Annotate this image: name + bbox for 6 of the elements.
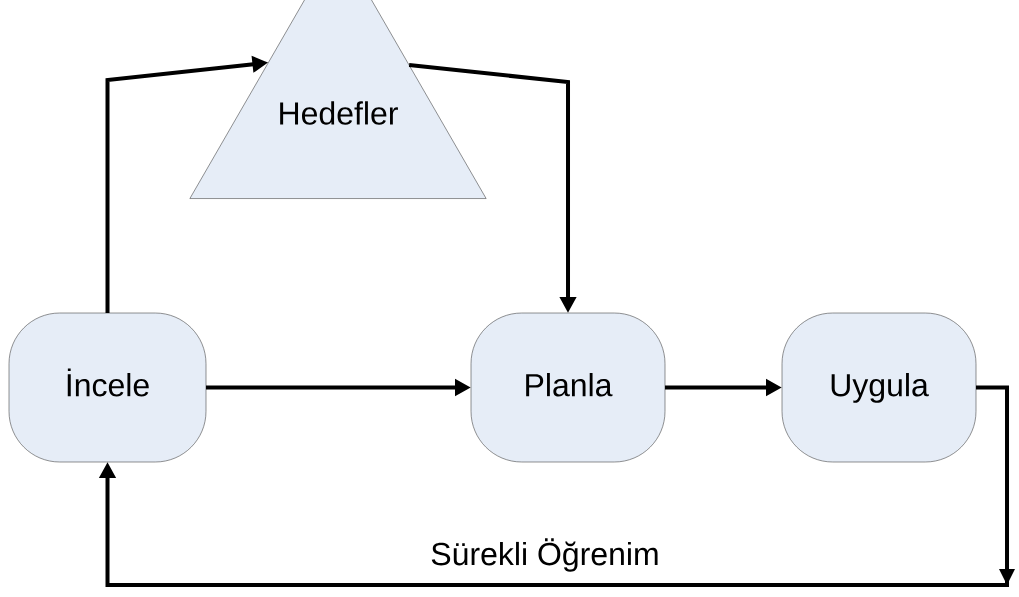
process-box: Uygula	[781, 312, 977, 463]
goal-triangle: Hedefler	[189, 0, 487, 199]
edge-label: Sürekli Öğrenim	[428, 536, 662, 574]
arrow	[98, 385, 1015, 587]
process-box: Planla	[470, 312, 666, 463]
process-box: İncele	[8, 312, 207, 463]
